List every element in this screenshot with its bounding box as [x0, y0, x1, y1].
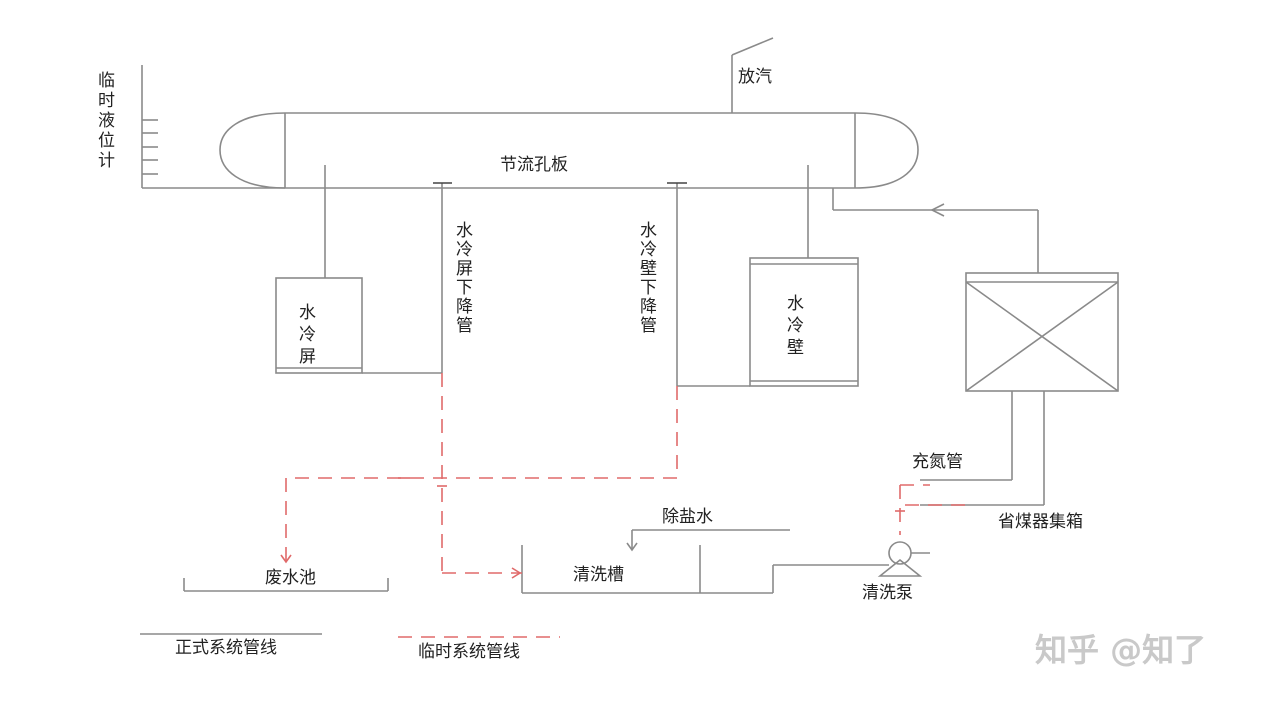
waste-pool: [183, 578, 389, 592]
watermark: 知乎 @知了: [1035, 631, 1206, 669]
label-legend-temporary: 临时系统管线: [418, 642, 520, 662]
cleaning-pump: [772, 541, 930, 593]
vertical-label-char: 壁: [787, 338, 804, 358]
label-economizer-header: 省煤器集箱: [998, 512, 1083, 532]
vertical-label-char: 临: [98, 71, 115, 91]
vertical-label-char: 时: [98, 91, 115, 111]
water-cooled-screen-box: [275, 165, 442, 374]
vertical-label-char: 下: [640, 278, 657, 298]
vertical-label-char: 屏: [299, 347, 316, 367]
vertical-label-char: 降: [456, 297, 473, 317]
vertical-label-char: 冷: [640, 240, 657, 260]
vertical-label-char: 冷: [456, 240, 473, 260]
temporary-piping: [280, 373, 678, 579]
vertical-label-char: 冷: [787, 316, 804, 336]
steam-drum: [219, 112, 919, 189]
vertical-label-char: 壁: [640, 259, 657, 279]
cleaning-tank: [521, 529, 790, 594]
label-nitrogen-pipe: 充氮管: [912, 452, 963, 472]
screen-downcomer: [433, 182, 452, 373]
label-cleaning-pump: 清洗泵: [862, 583, 913, 603]
label-waste-pool: 废水池: [265, 568, 316, 588]
vertical-label-char: 位: [98, 131, 115, 151]
vertical-label-char: 屏: [456, 259, 473, 279]
vent-pipe: [731, 37, 774, 113]
vertical-label-char: 水: [299, 303, 316, 323]
water-cooled-wall-box: [749, 165, 859, 387]
label-cleaning-tank: 清洗槽: [573, 565, 624, 585]
vertical-label-char: 计: [98, 151, 115, 171]
vertical-label-char: 管: [640, 316, 657, 336]
vertical-label-char: 水: [640, 221, 657, 241]
level-gauge: [141, 65, 285, 189]
label-water-cooled-screen: 水冷屏: [299, 303, 316, 367]
vertical-label-char: 冷: [299, 325, 316, 345]
vertical-label-char: 水: [787, 294, 804, 314]
label-water-cooled-wall: 水冷壁: [787, 294, 804, 358]
label-demin-water: 除盐水: [662, 507, 713, 527]
label-vent: 放汽: [738, 67, 772, 87]
legend: [140, 633, 560, 638]
vertical-label-char: 液: [98, 111, 115, 131]
economizer: [832, 188, 1119, 506]
vertical-label-char: 管: [456, 316, 473, 336]
vertical-label-char: 水: [456, 221, 473, 241]
vertical-label-char: 降: [640, 297, 657, 317]
nitrogen-temp-line: [895, 484, 965, 535]
vertical-label-char: 下: [456, 278, 473, 298]
label-legend-formal: 正式系统管线: [175, 638, 277, 658]
label-orifice-plate: 节流孔板: [500, 155, 568, 175]
wall-downcomer: [667, 182, 750, 387]
